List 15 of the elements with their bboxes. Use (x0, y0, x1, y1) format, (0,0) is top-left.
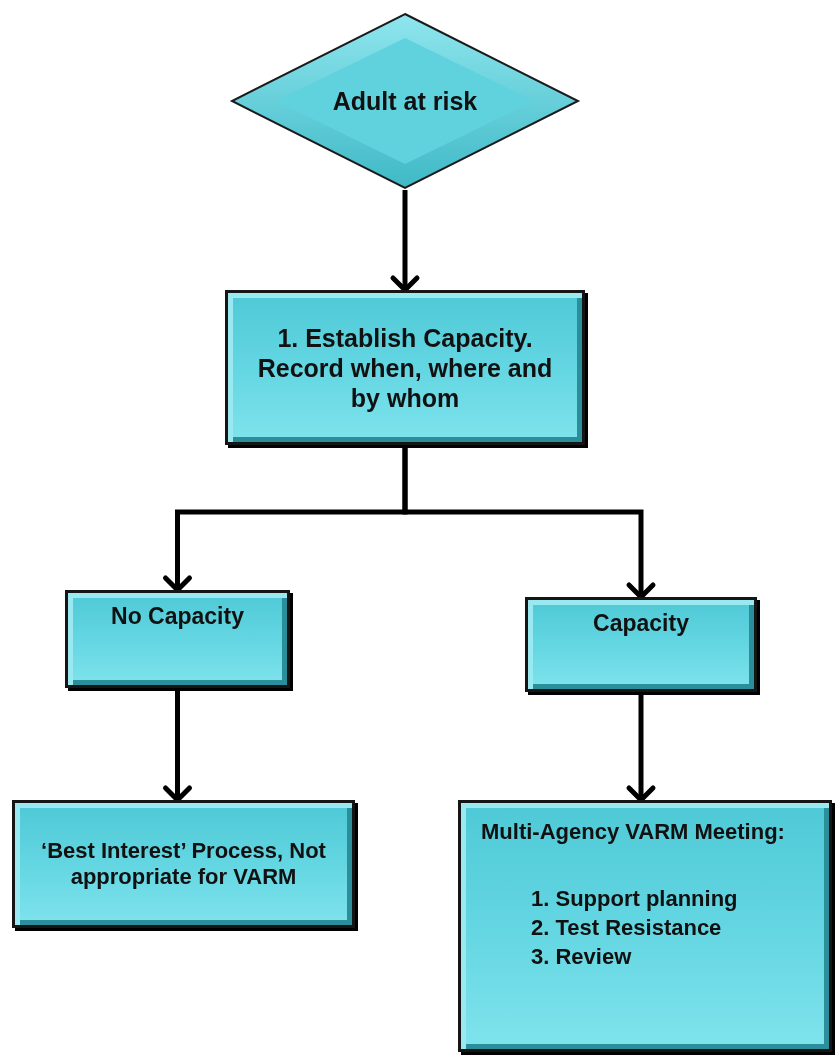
process-box (458, 800, 832, 1052)
box-heading: Multi-Agency VARM Meeting: (481, 819, 785, 846)
process-box (225, 290, 585, 445)
box-text: No Capacity (111, 603, 244, 631)
box-text: 1. Establish Capacity. Record when, where and by whom (256, 322, 554, 413)
decision-diamond (230, 12, 580, 190)
box-text: Capacity (593, 610, 689, 638)
list-item: 2. Test Resistance (530, 914, 722, 942)
process-box (12, 800, 355, 928)
list-item: 1. Support planning (530, 885, 738, 914)
list-item: 3. Review (530, 942, 632, 971)
process-box (525, 597, 757, 692)
box-text: ‘Best Interest’ Process, Not appropriate for VARM (40, 837, 327, 891)
process-box (65, 590, 290, 688)
decision-text: Adult at risk (332, 86, 478, 116)
